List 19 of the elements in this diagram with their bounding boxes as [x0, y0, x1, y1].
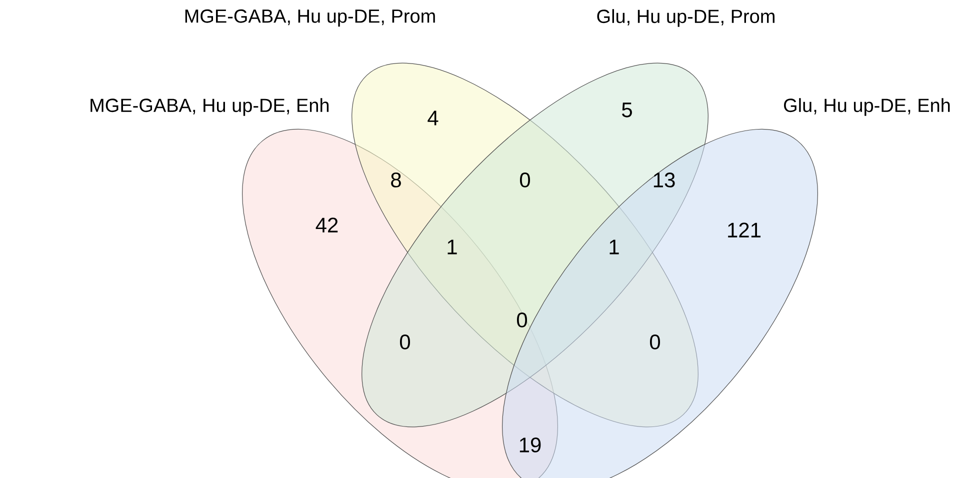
region-count: 1 — [448, 240, 457, 254]
region-count: 1 — [610, 240, 619, 254]
region-count: 5 — [622, 102, 632, 118]
region-count: 121 — [728, 222, 760, 238]
region-count: 4 — [428, 110, 438, 126]
region-count: 19 — [520, 438, 541, 452]
set-label: Glu, Hu up-DE, Enh — [784, 98, 950, 116]
region-count: 13 — [654, 172, 675, 188]
region-count: 0 — [650, 334, 660, 350]
region-count: 0 — [516, 312, 528, 328]
region-count: 42 — [316, 218, 338, 232]
set-ellipse — [502, 129, 818, 478]
set-ellipse — [242, 129, 558, 478]
region-count: 0 — [400, 334, 410, 350]
region-count: 8 — [391, 172, 401, 188]
region-count: 0 — [520, 172, 530, 188]
set-label: MGE-GABA, Hu up-DE, Enh — [90, 98, 329, 116]
set-label: MGE-GABA, Hu up-DE, Prom — [185, 9, 435, 27]
set-label: Glu, Hu up-DE, Prom — [597, 9, 774, 27]
